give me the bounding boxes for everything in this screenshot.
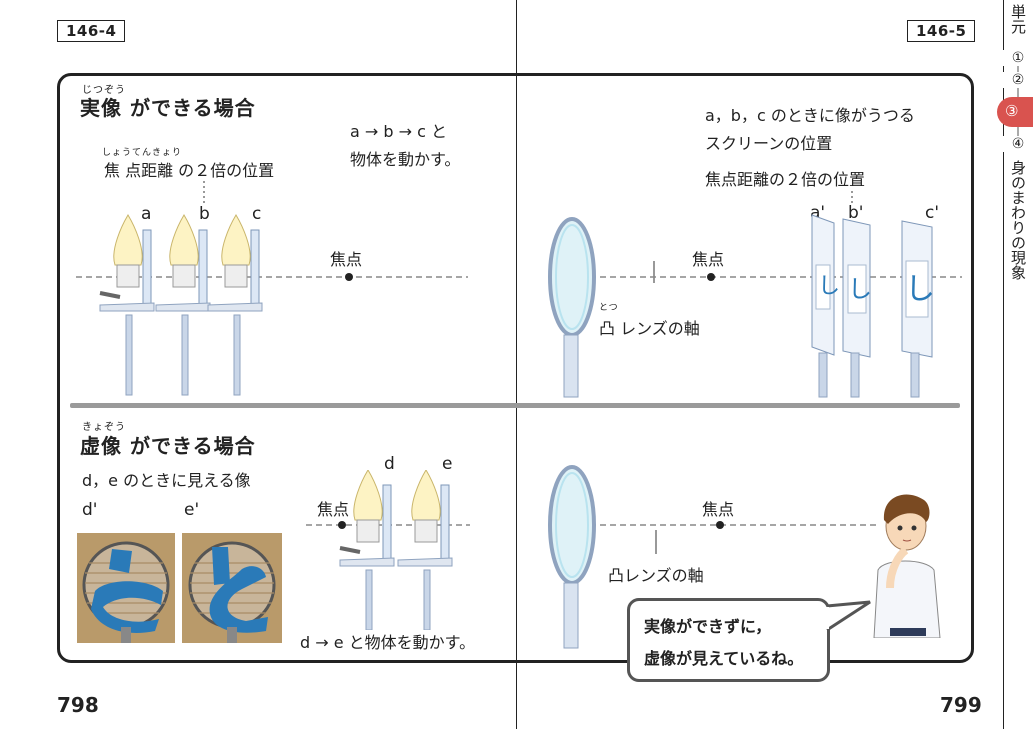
screen-text-1: a，b，c のときに像がうつる [705, 106, 915, 125]
label-e-prime: e' [184, 500, 200, 520]
section-divider [70, 403, 960, 408]
focal-double-label: 焦 点距離 の２倍の位置 [104, 161, 275, 180]
unit-tab-2[interactable]: ② [1003, 72, 1033, 88]
speech-bubble: 実像ができずに， 虚像が見えているね。 [627, 598, 830, 682]
label-c-prime: c' [925, 203, 940, 223]
unit-title-text: 単元 [1009, 4, 1027, 34]
focus-point-right-bottom [716, 521, 724, 529]
candle-bulb-c [207, 214, 263, 396]
focus-label-left-bottom: 焦点 [317, 500, 350, 519]
label-b: b [199, 204, 210, 224]
unit-tab-2-label: ② [1011, 72, 1025, 88]
candle-bulb-a [99, 214, 155, 396]
left-page-code: 146-4 [57, 20, 126, 42]
right-page-code: 146-5 [907, 20, 976, 42]
svg-text:し: し [905, 272, 935, 307]
label-e: e [442, 454, 453, 474]
lens-axis-label-bottom: 凸レンズの軸 [608, 566, 704, 585]
focal-double-label-right: 焦点距離の２倍の位置 [705, 170, 866, 189]
label-d-prime: d' [82, 500, 98, 520]
photo-d-prime [77, 533, 175, 643]
move-text-1: a → b → c と [350, 122, 448, 141]
convex-lens-top [548, 217, 596, 398]
focal-ruby: しょうてんきょり [102, 148, 183, 158]
lens-ruby: とつ [599, 303, 619, 313]
virtual-image-object-diagram [306, 470, 470, 630]
real-image-ruby: じつぞう [82, 85, 126, 96]
unit-tab-3-label: ③ [1005, 102, 1019, 120]
virtual-image-lens-diagram [548, 465, 880, 649]
focus-point-left-bottom [338, 521, 346, 529]
unit-title: 単元 [1003, 4, 1033, 37]
candle-bulb-e [397, 470, 453, 630]
screen-a-prime: し [811, 214, 840, 398]
virtual-image-ruby: きょぞう [82, 422, 126, 433]
unit-sidebar: 単元 ① ② ③ ④ 身のまわりの現象 [997, 0, 1033, 729]
virtual-image-photos [77, 533, 282, 643]
left-page-number: 798 [57, 693, 99, 717]
real-image-heading: 実像 ができる場合 [80, 96, 256, 120]
screen-c-prime: し [901, 220, 935, 398]
virtual-image-heading: 虚像 ができる場合 [80, 434, 256, 458]
unit-tab-4[interactable]: ④ [1003, 136, 1033, 152]
move-text-2: 物体を動かす。 [350, 150, 461, 169]
screen-b-prime: し [842, 218, 872, 398]
move-text-bottom: d → e と物体を動かす。 [300, 633, 476, 652]
candle-bulb-d [339, 470, 395, 630]
label-d: d [384, 454, 395, 474]
speech-line-2: 虚像が見えているね。 [644, 649, 804, 668]
unit-tab-1-label: ① [1011, 50, 1025, 66]
label-c: c [252, 204, 262, 224]
focus-point-left-top [345, 273, 353, 281]
focus-label-right-bottom: 焦点 [702, 500, 735, 519]
unit-tab-3-active[interactable]: ③ [997, 97, 1033, 127]
convex-lens-bottom [548, 465, 596, 649]
real-image-object-diagram [76, 181, 468, 396]
label-b-prime: b' [848, 203, 864, 223]
screen-text-2: スクリーンの位置 [705, 134, 833, 153]
chapter-title: 身のまわりの現象 [1009, 160, 1027, 280]
unit-tab-1[interactable]: ① [1003, 50, 1033, 66]
unit-tab-4-label: ④ [1011, 136, 1025, 152]
photo-e-prime [182, 533, 282, 643]
student-character [873, 494, 941, 638]
speech-bubble-tail [826, 600, 871, 632]
svg-text:し: し [848, 275, 872, 303]
focus-point-right-top [707, 273, 715, 281]
label-a: a [141, 204, 152, 224]
page-gutter [516, 0, 517, 729]
lens-axis-label-top: 凸 レンズの軸 [599, 319, 700, 338]
candle-bulb-b [155, 214, 211, 396]
focus-label-right-top: 焦点 [692, 250, 725, 269]
speech-line-1: 実像ができずに， [644, 617, 772, 636]
svg-text:し: し [818, 274, 840, 299]
right-page-number: 799 [940, 693, 982, 717]
real-image-screen-diagram: し し し [548, 191, 962, 398]
virtual-image-subtitle: d，e のときに見える像 [82, 471, 251, 490]
content-frame [57, 73, 974, 663]
focus-label-left-top: 焦点 [330, 250, 363, 269]
